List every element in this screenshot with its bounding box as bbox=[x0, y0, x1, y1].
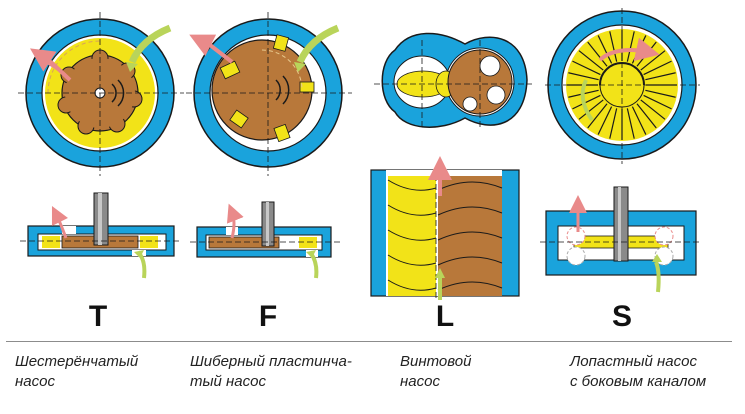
impeller-blade bbox=[636, 103, 657, 129]
impeller-blade bbox=[578, 99, 604, 120]
impeller-blade bbox=[626, 31, 635, 62]
pump-letter-L: L bbox=[435, 300, 455, 333]
impeller-blade bbox=[640, 99, 666, 120]
impeller-blade bbox=[609, 108, 618, 139]
caption-gear-pump: Шестерёнчатый насос bbox=[15, 353, 139, 390]
impeller-blade bbox=[597, 35, 613, 64]
impeller-blade bbox=[572, 94, 601, 110]
vane-pump-side-view bbox=[190, 201, 340, 279]
side-channel-pump-top-view bbox=[545, 8, 700, 164]
impeller-blade bbox=[645, 89, 676, 98]
vane-rotor bbox=[211, 34, 315, 143]
impeller-blade bbox=[572, 60, 601, 76]
divider-line bbox=[6, 341, 732, 342]
impeller-blade bbox=[626, 108, 635, 139]
caption-screw-pump: Винтовой насос bbox=[400, 353, 472, 390]
impeller-blade bbox=[587, 41, 608, 67]
pump-letter-S: S bbox=[611, 300, 632, 333]
side-channel-pump-side-view bbox=[540, 186, 702, 293]
pump-letter-T: T bbox=[88, 300, 108, 333]
inflow-arrow bbox=[128, 24, 172, 64]
impeller-blade bbox=[631, 106, 647, 135]
gear-pump-top-view bbox=[18, 12, 184, 176]
pump-letter-F: F bbox=[258, 300, 278, 333]
gear-pump-side-view bbox=[20, 192, 180, 279]
screw-pump-top-view bbox=[374, 32, 532, 130]
impeller-blade bbox=[597, 106, 613, 135]
caption-vane-pump: Шиберный пластинча- тый насос bbox=[190, 353, 352, 390]
impeller-blade bbox=[609, 31, 618, 62]
caption-side-channel-pump: Лопастный насос с боковым каналом bbox=[570, 353, 707, 390]
screw-pump-side-view bbox=[370, 156, 520, 300]
screw-spindles bbox=[387, 176, 503, 296]
impeller-blade bbox=[587, 103, 608, 129]
impeller-blade bbox=[578, 50, 604, 71]
impeller-blade bbox=[643, 94, 672, 110]
outflow-arrow bbox=[30, 48, 72, 82]
impeller-blade bbox=[645, 72, 676, 81]
vane-pump-top-view bbox=[186, 12, 352, 176]
impeller-blade bbox=[643, 60, 672, 76]
impeller-blade bbox=[568, 72, 599, 81]
